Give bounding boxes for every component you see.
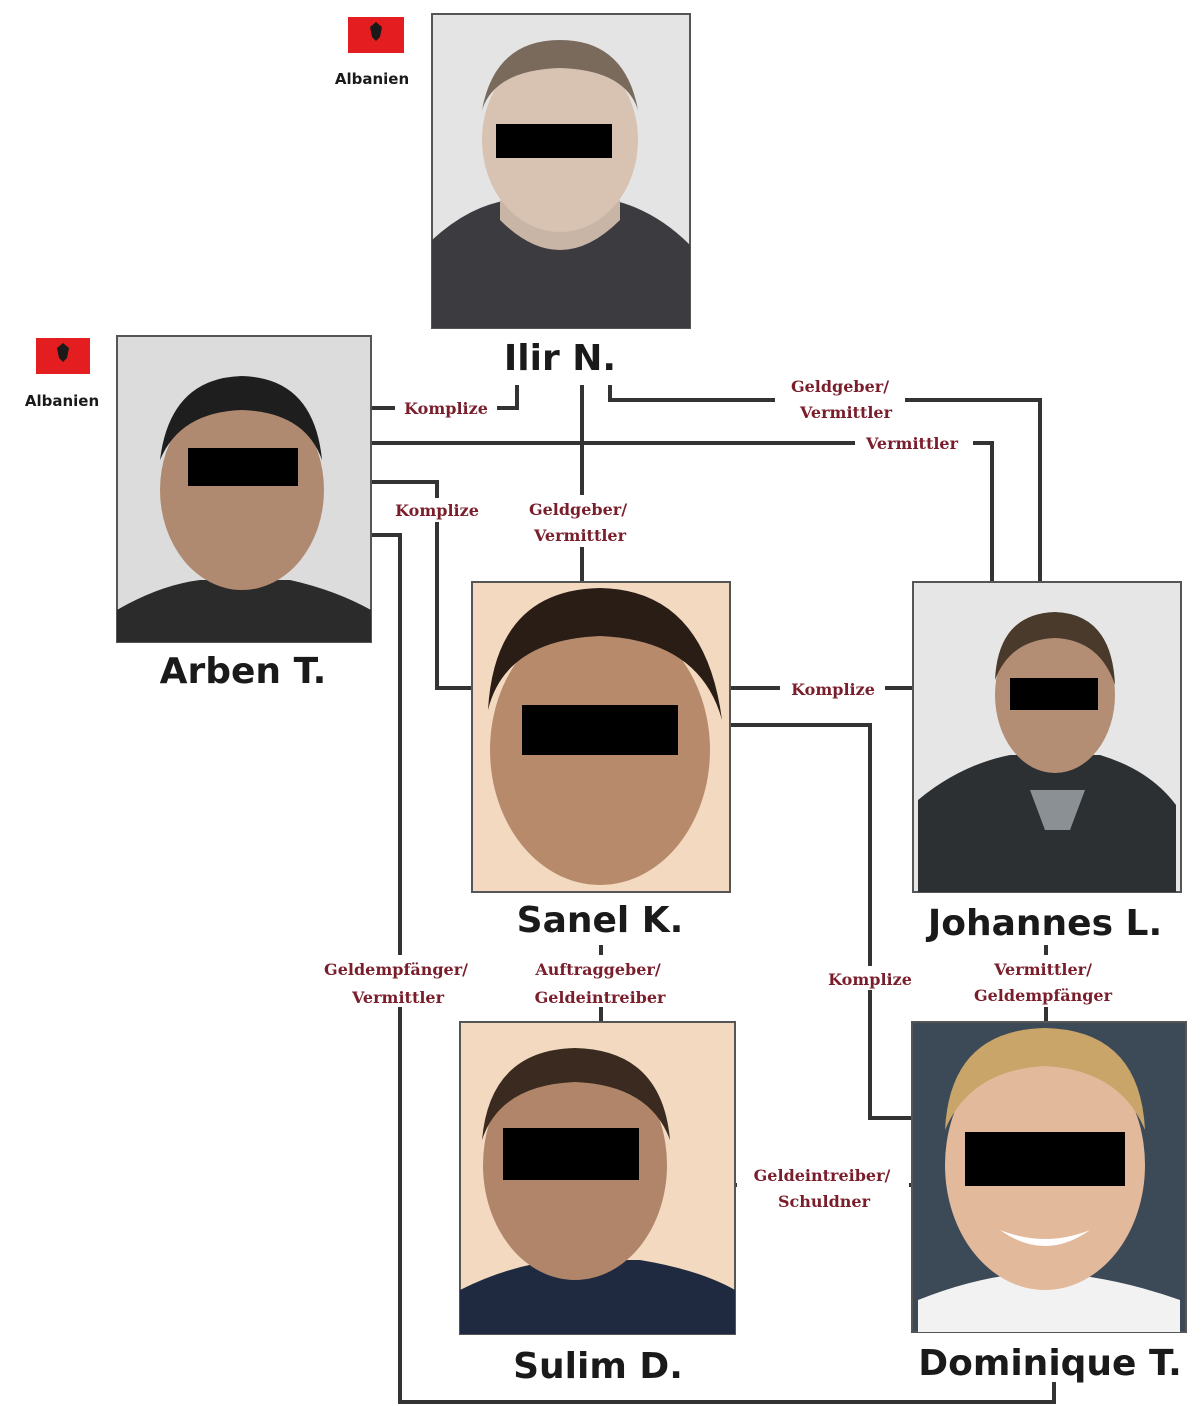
line-sanel-dominique <box>730 723 912 1120</box>
relation-labels: Komplize Geldgeber/ Vermittler Vermittle… <box>300 373 1132 1214</box>
relation-label: Vermittler/ <box>993 960 1092 979</box>
relation-label: Vermittler <box>351 988 445 1007</box>
relation-label: Vermittler <box>533 526 627 545</box>
person-johannes: Johannes L. <box>912 581 1182 944</box>
relation-label: Geldempfänger <box>974 986 1113 1005</box>
person-sanel: Sanel K. <box>471 581 731 941</box>
relation-label: Geldgeber/ <box>791 377 889 396</box>
censor-bar <box>496 124 612 158</box>
relation-label: Geldeintreiber <box>535 988 666 1007</box>
censor-bar <box>1010 678 1098 710</box>
censor-bar <box>188 448 298 486</box>
country-label: Albanien <box>25 392 99 410</box>
person-name: Ilir N. <box>504 338 616 379</box>
censor-bar <box>965 1132 1125 1186</box>
relation-label: Komplize <box>828 970 912 989</box>
relation-label: Vermittler <box>865 434 959 453</box>
person-name: Dominique T. <box>918 1343 1182 1384</box>
relation-label: Komplize <box>395 501 479 520</box>
flag-albania-icon: Albanien <box>335 17 409 88</box>
relation-label: Schuldner <box>778 1192 871 1211</box>
relation-label: Komplize <box>404 399 488 418</box>
person-name: Johannes L. <box>925 903 1162 944</box>
relation-label: Geldgeber/ <box>529 500 627 519</box>
person-arben: Arben T. <box>116 335 372 692</box>
flag-albania-icon: Albanien <box>25 338 99 410</box>
person-dominique: Dominique T. <box>911 1021 1187 1384</box>
person-name: Arben T. <box>160 651 327 692</box>
line-arben-dominique <box>372 533 1056 1404</box>
relation-label: Geldempfänger/ <box>324 960 468 979</box>
country-label: Albanien <box>335 70 409 88</box>
relation-label: Komplize <box>791 680 875 699</box>
person-sulim: Sulim D. <box>459 1021 736 1387</box>
person-name: Sulim D. <box>513 1346 683 1387</box>
relation-label: Geldeintreiber/ <box>754 1166 891 1185</box>
person-name: Sanel K. <box>517 900 684 941</box>
line-arben-sanel <box>372 480 472 690</box>
relation-label: Vermittler <box>799 403 893 422</box>
line-arben-johannes <box>372 441 994 582</box>
censor-bar <box>522 705 678 755</box>
person-ilir: Ilir N. <box>431 13 691 379</box>
censor-bar <box>503 1128 639 1180</box>
relation-label: Auftraggeber/ <box>534 960 660 979</box>
